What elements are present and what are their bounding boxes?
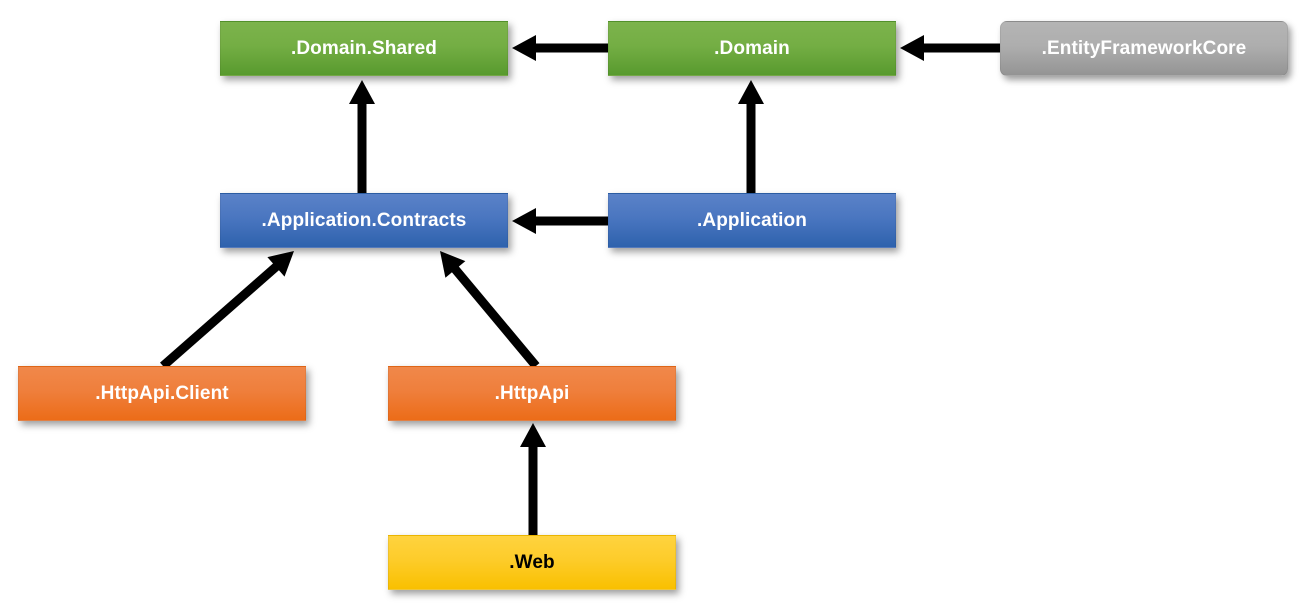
node-label: .Web [509, 552, 555, 573]
node-label: .HttpApi.Client [95, 383, 229, 404]
arrow-efcore-to-domain [900, 35, 1000, 61]
arrow-application-to-domain [738, 80, 764, 193]
arrow-application-to-application-contracts [512, 208, 608, 234]
node-application[interactable]: .Application [608, 193, 896, 248]
node-httpapi[interactable]: .HttpApi [388, 366, 676, 421]
node-httpapi-client[interactable]: .HttpApi.Client [18, 366, 306, 421]
arrow-web-to-httpapi [520, 423, 546, 535]
arrow-httpapi-client-to-application-contracts [160, 251, 294, 370]
arrow-httpapi-to-application-contracts [440, 251, 540, 369]
node-label: .HttpApi [494, 383, 570, 404]
node-domain[interactable]: .Domain [608, 21, 896, 76]
node-label: .Application.Contracts [261, 210, 467, 231]
arrow-domain-to-domain-shared [512, 35, 608, 61]
node-label: .EntityFrameworkCore [1041, 38, 1247, 59]
node-application-contracts[interactable]: .Application.Contracts [220, 193, 508, 248]
node-label: .Domain.Shared [290, 38, 438, 59]
arrow-application-contracts-to-domain-shared [349, 80, 375, 193]
node-web[interactable]: .Web [388, 535, 676, 590]
node-domain-shared[interactable]: .Domain.Shared [220, 21, 508, 76]
node-entity-framework-core[interactable]: .EntityFrameworkCore [1000, 21, 1288, 76]
node-label: .Domain [714, 38, 790, 59]
node-label: .Application [697, 210, 807, 231]
